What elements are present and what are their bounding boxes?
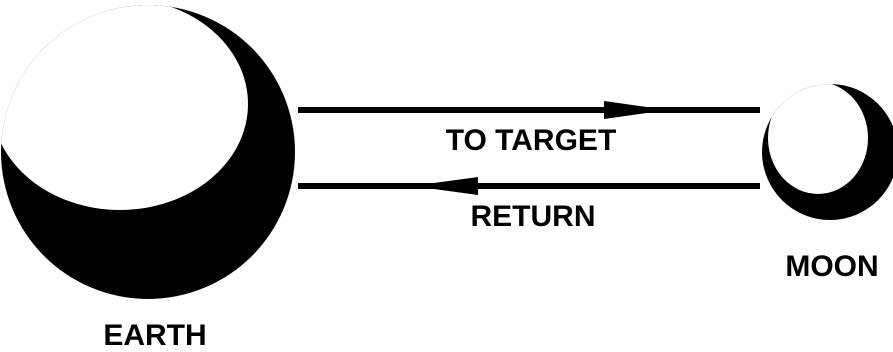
earth-label: EARTH — [103, 319, 206, 352]
moon-label: MOON — [785, 250, 878, 283]
outbound-label: TO TARGET — [446, 124, 617, 157]
outbound-arrow — [298, 101, 760, 119]
return-arrow — [298, 177, 760, 195]
return-label: RETURN — [471, 200, 596, 233]
earth-globe — [0, 0, 295, 299]
moon-globe — [762, 82, 893, 220]
